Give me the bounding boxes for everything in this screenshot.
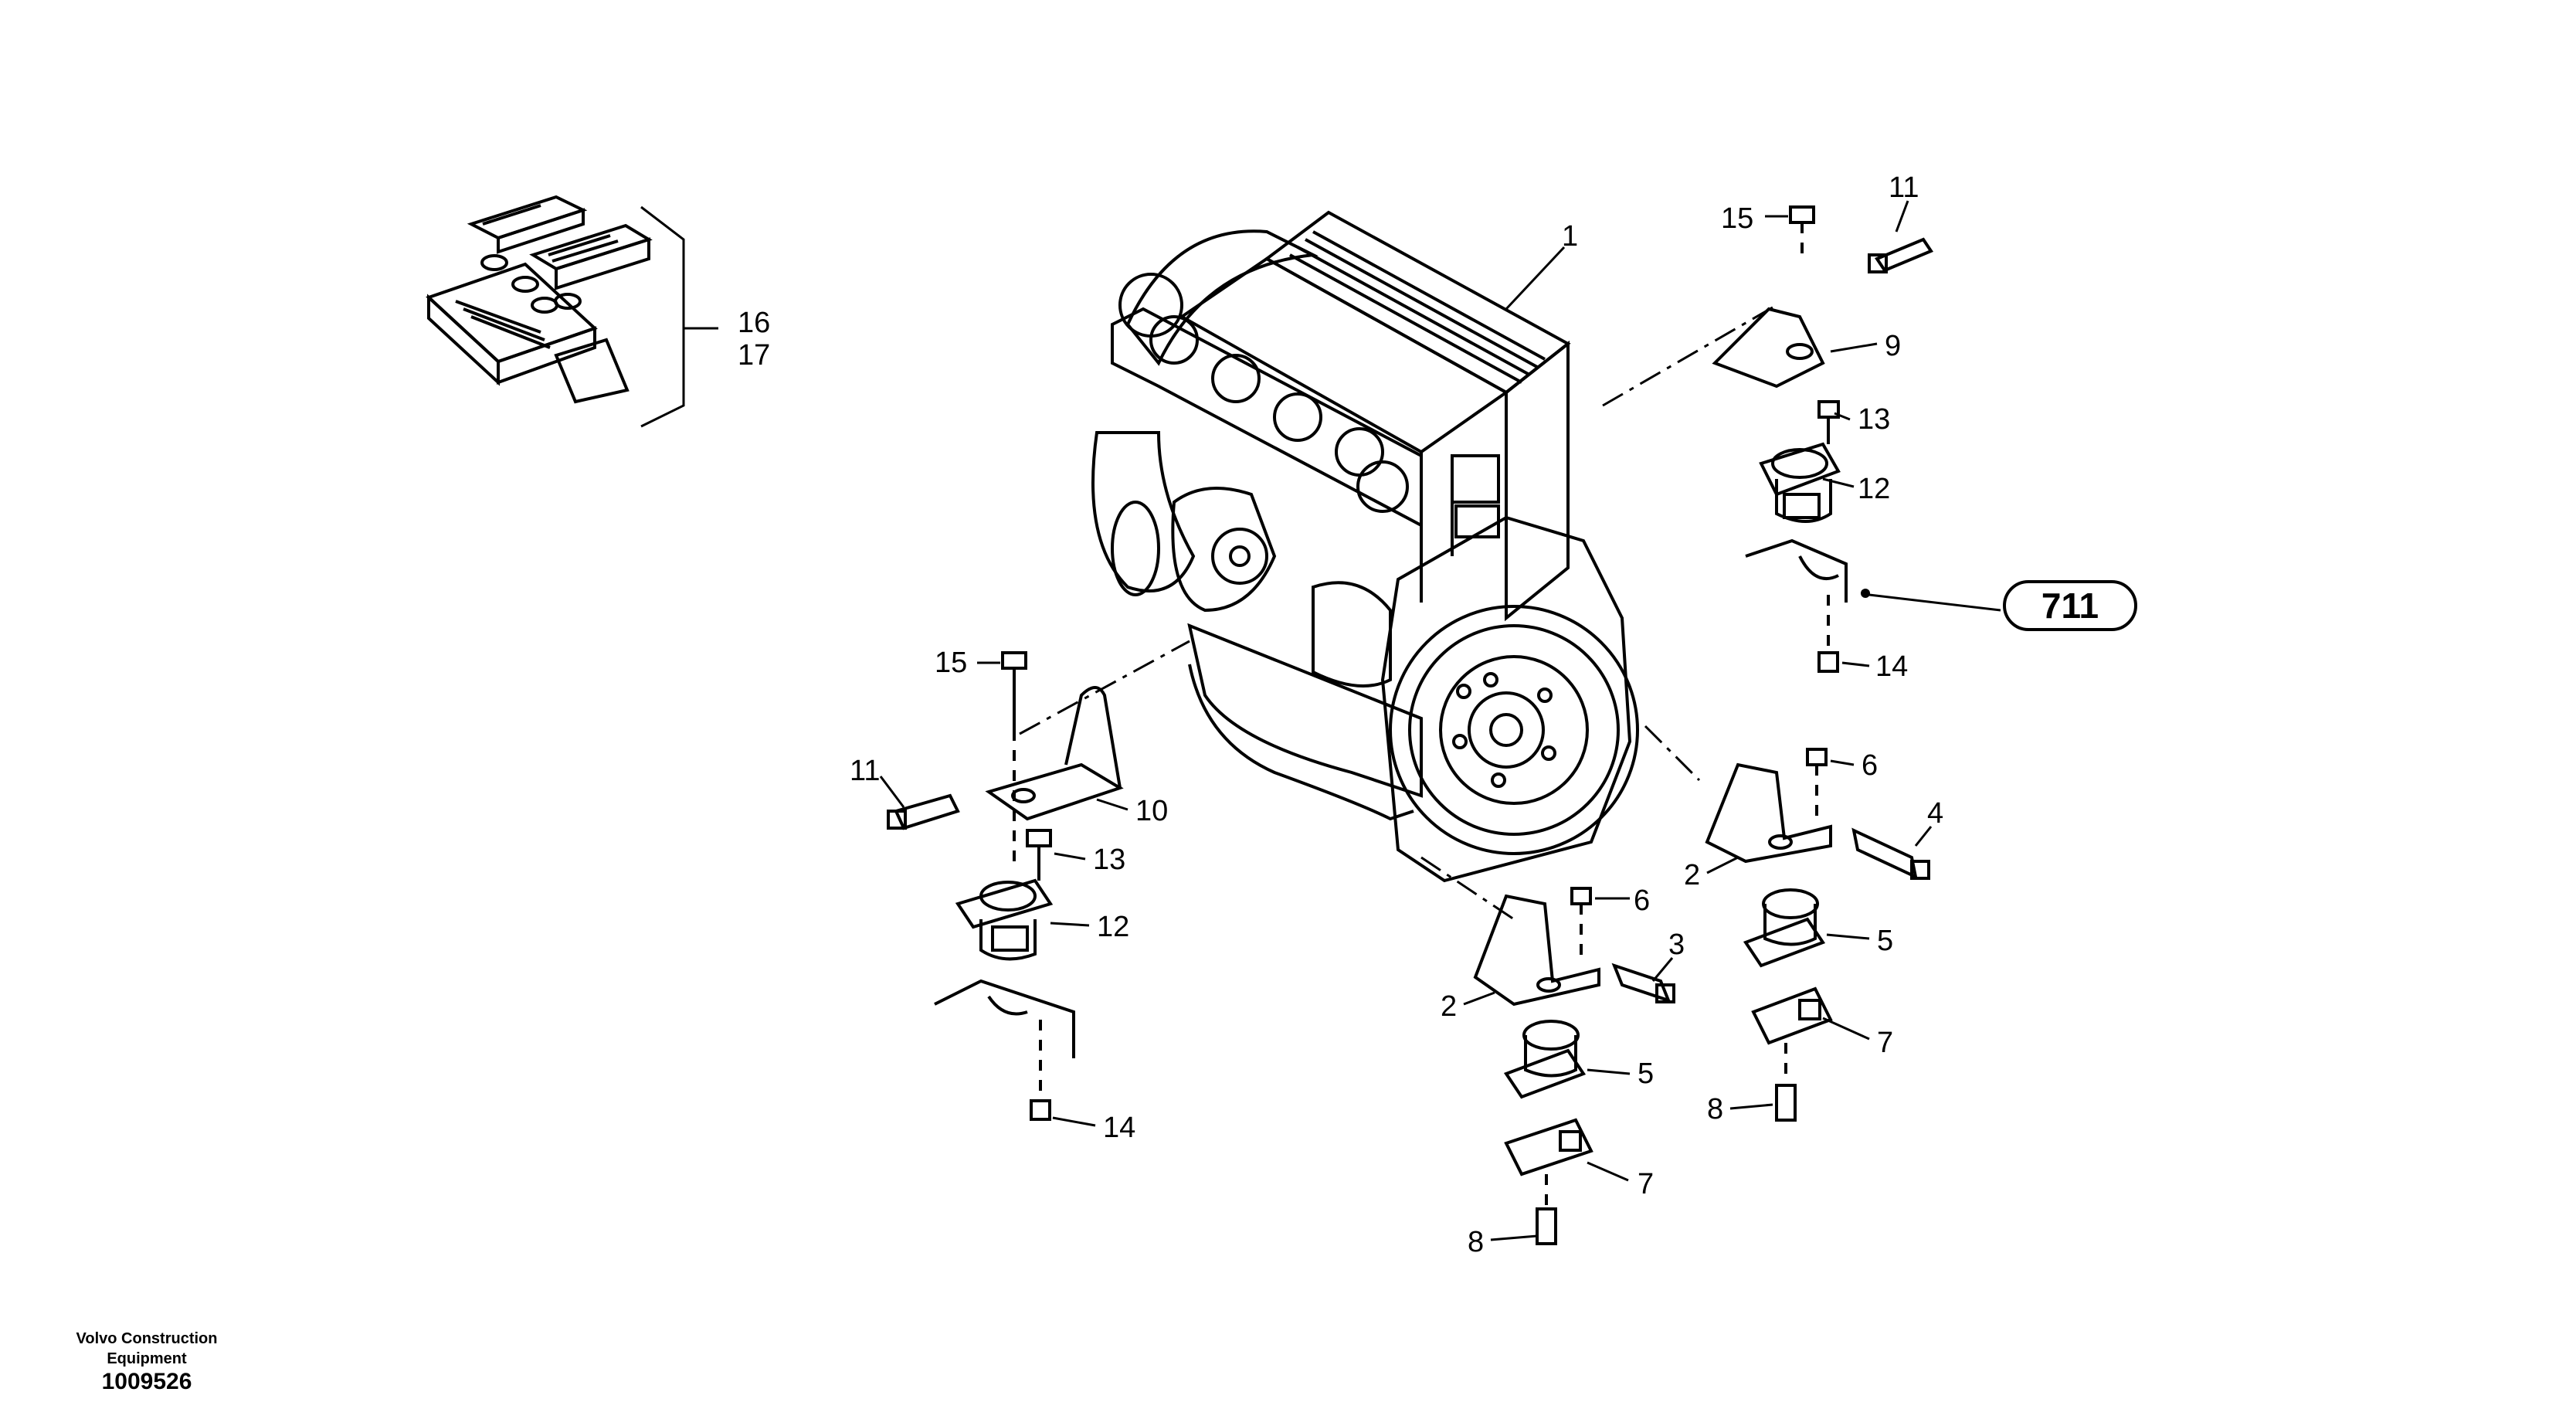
- callout-1: 1: [1562, 220, 1578, 253]
- callout-5: 5: [1877, 925, 1893, 957]
- callout-11: 11: [850, 755, 880, 787]
- callout-12: 12: [1858, 473, 1890, 505]
- callout-6: 6: [1862, 749, 1878, 782]
- reference-dot: [1861, 589, 1870, 598]
- callout-13: 13: [1093, 844, 1125, 876]
- callout-15: 15: [935, 647, 967, 679]
- left-mount-illustration: [887, 651, 1124, 1121]
- right-lower-mounts-illustration: [1473, 748, 1930, 1245]
- callout-7: 7: [1877, 1027, 1893, 1059]
- callout-16: 16: [738, 307, 770, 339]
- callout-13: 13: [1858, 403, 1890, 436]
- callout-12: 12: [1097, 911, 1129, 943]
- callout-14: 14: [1875, 650, 1908, 683]
- footer-block: Volvo Construction Equipment 1009526: [31, 1329, 263, 1395]
- callout-11: 11: [1889, 171, 1919, 204]
- callout-4: 4: [1927, 797, 1943, 830]
- callout-2: 2: [1441, 990, 1457, 1023]
- callout-3: 3: [1668, 929, 1685, 961]
- callout-17: 17: [738, 339, 770, 372]
- callout-14: 14: [1103, 1112, 1135, 1144]
- callout-5: 5: [1638, 1058, 1654, 1090]
- callout-8: 8: [1468, 1226, 1484, 1258]
- brand-line-1: Volvo Construction: [76, 1330, 218, 1347]
- reference-box-711[interactable]: 711: [2003, 580, 2137, 631]
- callout-15: 15: [1721, 202, 1753, 235]
- callout-6: 6: [1634, 884, 1650, 917]
- callout-10: 10: [1135, 795, 1168, 827]
- centerlines: [1019, 304, 1777, 921]
- callout-8: 8: [1707, 1093, 1723, 1126]
- callout-9: 9: [1885, 330, 1901, 362]
- reference-box-label: 711: [2041, 586, 2099, 626]
- callout-labels: 1 15 11 9 13 12 14 16 17 15 11 10 13 12 …: [738, 171, 1943, 1258]
- document-number: 1009526: [101, 1369, 192, 1394]
- kit-boxes-illustration: [426, 195, 718, 428]
- callout-7: 7: [1638, 1168, 1654, 1200]
- leader-lines: [879, 200, 2001, 1241]
- right-top-mount-illustration: [1712, 205, 1934, 673]
- callout-2: 2: [1684, 859, 1700, 891]
- brand-line-2: Equipment: [107, 1350, 187, 1367]
- engine-illustration: [1091, 210, 1639, 883]
